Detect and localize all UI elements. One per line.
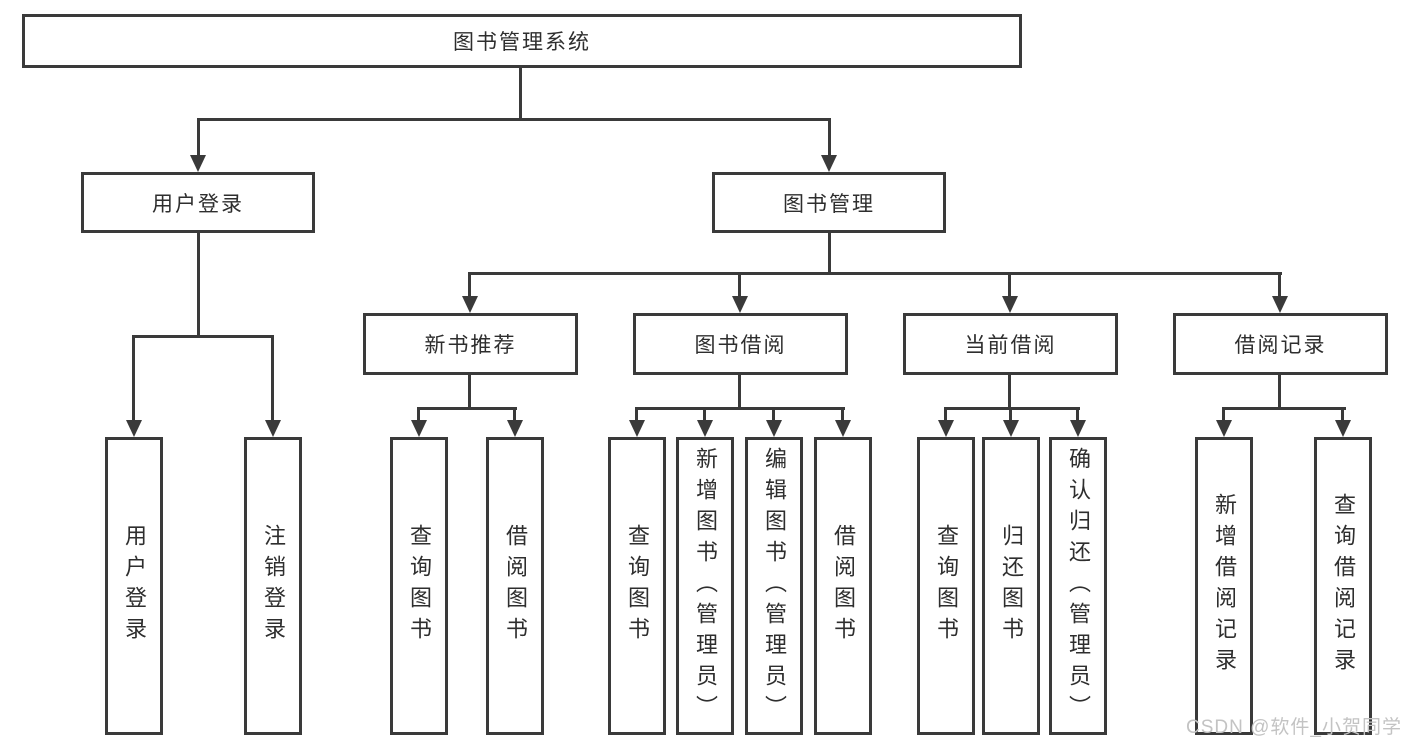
leaf-label: 查询图书 xyxy=(407,524,432,648)
connector-line xyxy=(271,335,274,423)
arrowhead-down-icon xyxy=(265,420,281,437)
connector-line xyxy=(635,407,638,423)
connector-line xyxy=(1222,407,1346,410)
connector-line xyxy=(197,233,200,336)
arrowhead-down-icon xyxy=(629,420,645,437)
leaf-label: 注销登录 xyxy=(261,524,286,648)
leaf-edit-book-admin: 编辑图书（管理员） xyxy=(745,437,803,735)
connector-line xyxy=(738,375,741,409)
connector-line xyxy=(1008,272,1011,299)
arrowhead-down-icon xyxy=(1003,420,1019,437)
arrowhead-down-icon xyxy=(938,420,954,437)
leaf-label: 查询图书 xyxy=(934,524,959,648)
watermark: CSDN @软件_小贺同学 xyxy=(1186,717,1402,738)
leaf-confirm-return-admin: 确认归还（管理员） xyxy=(1049,437,1107,735)
arrowhead-down-icon xyxy=(507,420,523,437)
leaf-label: 用户登录 xyxy=(122,524,147,648)
connector-line xyxy=(468,375,471,409)
connector-line xyxy=(1341,407,1344,423)
leaf-query-book: 查询图书 xyxy=(390,437,448,735)
arrowhead-down-icon xyxy=(697,420,713,437)
arrowhead-down-icon xyxy=(126,420,142,437)
leaf-label: 借阅图书 xyxy=(831,524,856,648)
connector-line xyxy=(417,407,420,423)
connector-line xyxy=(469,272,1282,275)
node-user-login: 用户登录 xyxy=(81,172,315,233)
leaf-borrow-book: 借阅图书 xyxy=(486,437,544,735)
leaf-label: 归还图书 xyxy=(999,524,1024,648)
connector-line xyxy=(1009,407,1012,423)
leaf-return-book: 归还图书 xyxy=(982,437,1040,735)
arrowhead-down-icon xyxy=(462,296,478,313)
connector-line xyxy=(417,407,517,410)
leaf-label: 查询图书 xyxy=(625,524,650,648)
arrowhead-down-icon xyxy=(766,420,782,437)
connector-line xyxy=(197,118,200,158)
connector-line xyxy=(468,272,471,299)
connector-line xyxy=(944,407,947,423)
connector-line xyxy=(828,118,831,158)
connector-line xyxy=(1008,375,1011,409)
connector-line xyxy=(703,407,706,423)
connector-line xyxy=(772,407,775,423)
node-book-borrow: 图书借阅 xyxy=(633,313,848,375)
node-current-borrow: 当前借阅 xyxy=(903,313,1118,375)
arrowhead-down-icon xyxy=(732,296,748,313)
arrowhead-down-icon xyxy=(1216,420,1232,437)
arrowhead-down-icon xyxy=(1335,420,1351,437)
connector-line xyxy=(1076,407,1079,423)
connector-line xyxy=(738,272,741,299)
connector-line xyxy=(1278,375,1281,409)
connector-line xyxy=(944,407,1080,410)
leaf-query-borrow-record: 查询借阅记录 xyxy=(1314,437,1372,735)
arrowhead-down-icon xyxy=(1070,420,1086,437)
node-borrow-records: 借阅记录 xyxy=(1173,313,1388,375)
node-new-book-recommend: 新书推荐 xyxy=(363,313,578,375)
arrowhead-down-icon xyxy=(1272,296,1288,313)
node-root-library-system: 图书管理系统 xyxy=(22,14,1022,68)
node-book-management: 图书管理 xyxy=(712,172,946,233)
connector-line xyxy=(519,68,522,118)
leaf-add-borrow-record: 新增借阅记录 xyxy=(1195,437,1253,735)
connector-line xyxy=(132,335,135,423)
leaf-label: 新增借阅记录 xyxy=(1212,493,1237,679)
arrowhead-down-icon xyxy=(411,420,427,437)
connector-line xyxy=(828,233,831,274)
arrowhead-down-icon xyxy=(190,155,206,172)
connector-line xyxy=(841,407,844,423)
leaf-add-book-admin: 新增图书（管理员） xyxy=(676,437,734,735)
connector-line xyxy=(1222,407,1225,423)
leaf-label: 编辑图书（管理员） xyxy=(762,447,787,726)
leaf-label: 新增图书（管理员） xyxy=(693,447,718,726)
leaf-label: 确认归还（管理员） xyxy=(1066,447,1091,726)
connector-line xyxy=(197,118,831,121)
connector-line xyxy=(132,335,273,338)
leaf-query-book: 查询图书 xyxy=(917,437,975,735)
leaf-user-login: 用户登录 xyxy=(105,437,163,735)
arrowhead-down-icon xyxy=(821,155,837,172)
leaf-logout: 注销登录 xyxy=(244,437,302,735)
leaf-borrow-book: 借阅图书 xyxy=(814,437,872,735)
leaf-label: 查询借阅记录 xyxy=(1331,493,1356,679)
leaf-query-book: 查询图书 xyxy=(608,437,666,735)
connector-line xyxy=(513,407,516,423)
connector-line xyxy=(635,407,845,410)
arrowhead-down-icon xyxy=(1002,296,1018,313)
leaf-label: 借阅图书 xyxy=(503,524,528,648)
connector-line xyxy=(1278,272,1281,299)
arrowhead-down-icon xyxy=(835,420,851,437)
